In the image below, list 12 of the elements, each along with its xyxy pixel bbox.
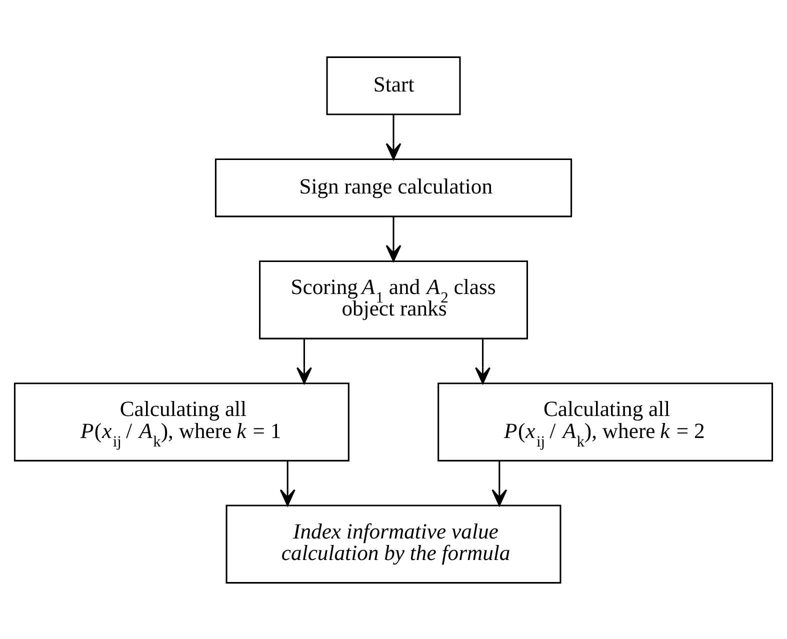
arrow [296,338,312,384]
node-box: Calculating all P(x$_{ij}$ / A$_{k}$), where k = 2 [438,382,774,461]
node-box: Index informative value calculation by the formula [226,504,562,584]
node-box: Scoring A$_{1}$ and A$_{2}$ class object ranks [259,260,528,339]
arrow [492,460,508,506]
arrow [280,460,296,506]
node-box: Calculating all P(x$_{ij}$ / A$_{k}$), where k = 1 [14,382,350,461]
node-box: Start [326,56,461,115]
arrow [386,216,402,262]
arrow [386,114,402,160]
node-box: Sign range calculation [214,158,572,217]
arrow [475,338,490,384]
